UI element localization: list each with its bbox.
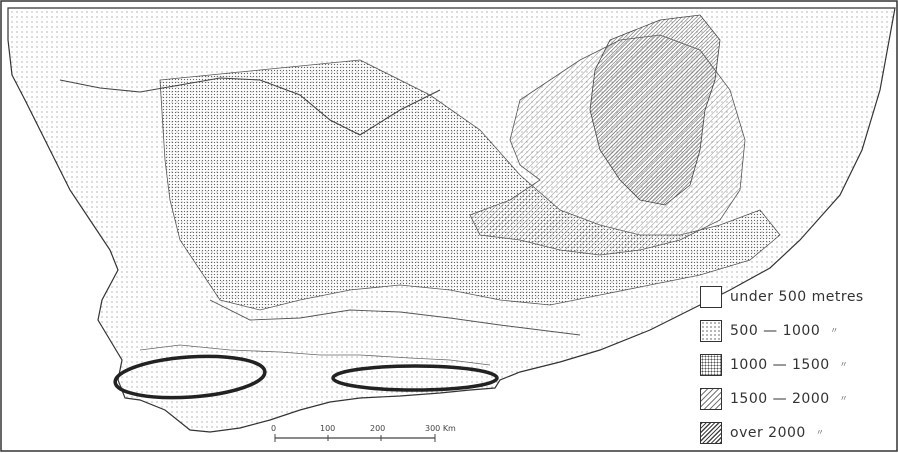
legend-label: 1000 — 1500 (730, 356, 830, 373)
highlight-western-region (113, 354, 267, 400)
zone-over-2000 (589, 14, 721, 206)
scale-tick-300: 300 Km (425, 424, 456, 433)
legend-row-1000-1500: 1000 — 1500 〃 (700, 351, 896, 378)
ditto-mark: 〃 (830, 326, 839, 335)
ditto-mark: 〃 (815, 428, 824, 437)
legend-swatch-dense-hatch (700, 421, 722, 444)
legend-row-1500-2000: 1500 — 2000 〃 (700, 385, 896, 412)
scale-bar: 0 100 200 300 Km (271, 424, 456, 442)
legend-swatch-dense-dots (700, 353, 722, 376)
coastal-ridge (139, 344, 491, 366)
legend-label: 1500 — 2000 (730, 390, 830, 407)
scale-tick-200: 200 (370, 424, 385, 433)
legend-swatch-blank (700, 285, 722, 308)
legend-label: 500 — 1000 (730, 322, 821, 339)
legend-swatch-light-dots (700, 319, 722, 342)
legend-swatch-light-hatch (700, 387, 722, 410)
highlight-southern-region (331, 364, 499, 392)
ditto-mark: 〃 (839, 360, 848, 369)
southern-ridge (209, 299, 581, 336)
legend-row-over-2000: over 2000 〃 (700, 419, 896, 446)
legend-label: under 500 metres (730, 288, 864, 305)
scale-tick-0: 0 (271, 424, 276, 433)
elevation-legend: under 500 metres 500 — 1000 〃 1000 — 150… (700, 283, 896, 453)
scale-tick-100: 100 (320, 424, 335, 433)
legend-row-500-1000: 500 — 1000 〃 (700, 317, 896, 344)
ditto-mark: 〃 (839, 394, 848, 403)
legend-label: over 2000 (730, 424, 806, 441)
legend-row-under-500: under 500 metres (700, 283, 896, 310)
river (59, 77, 441, 136)
